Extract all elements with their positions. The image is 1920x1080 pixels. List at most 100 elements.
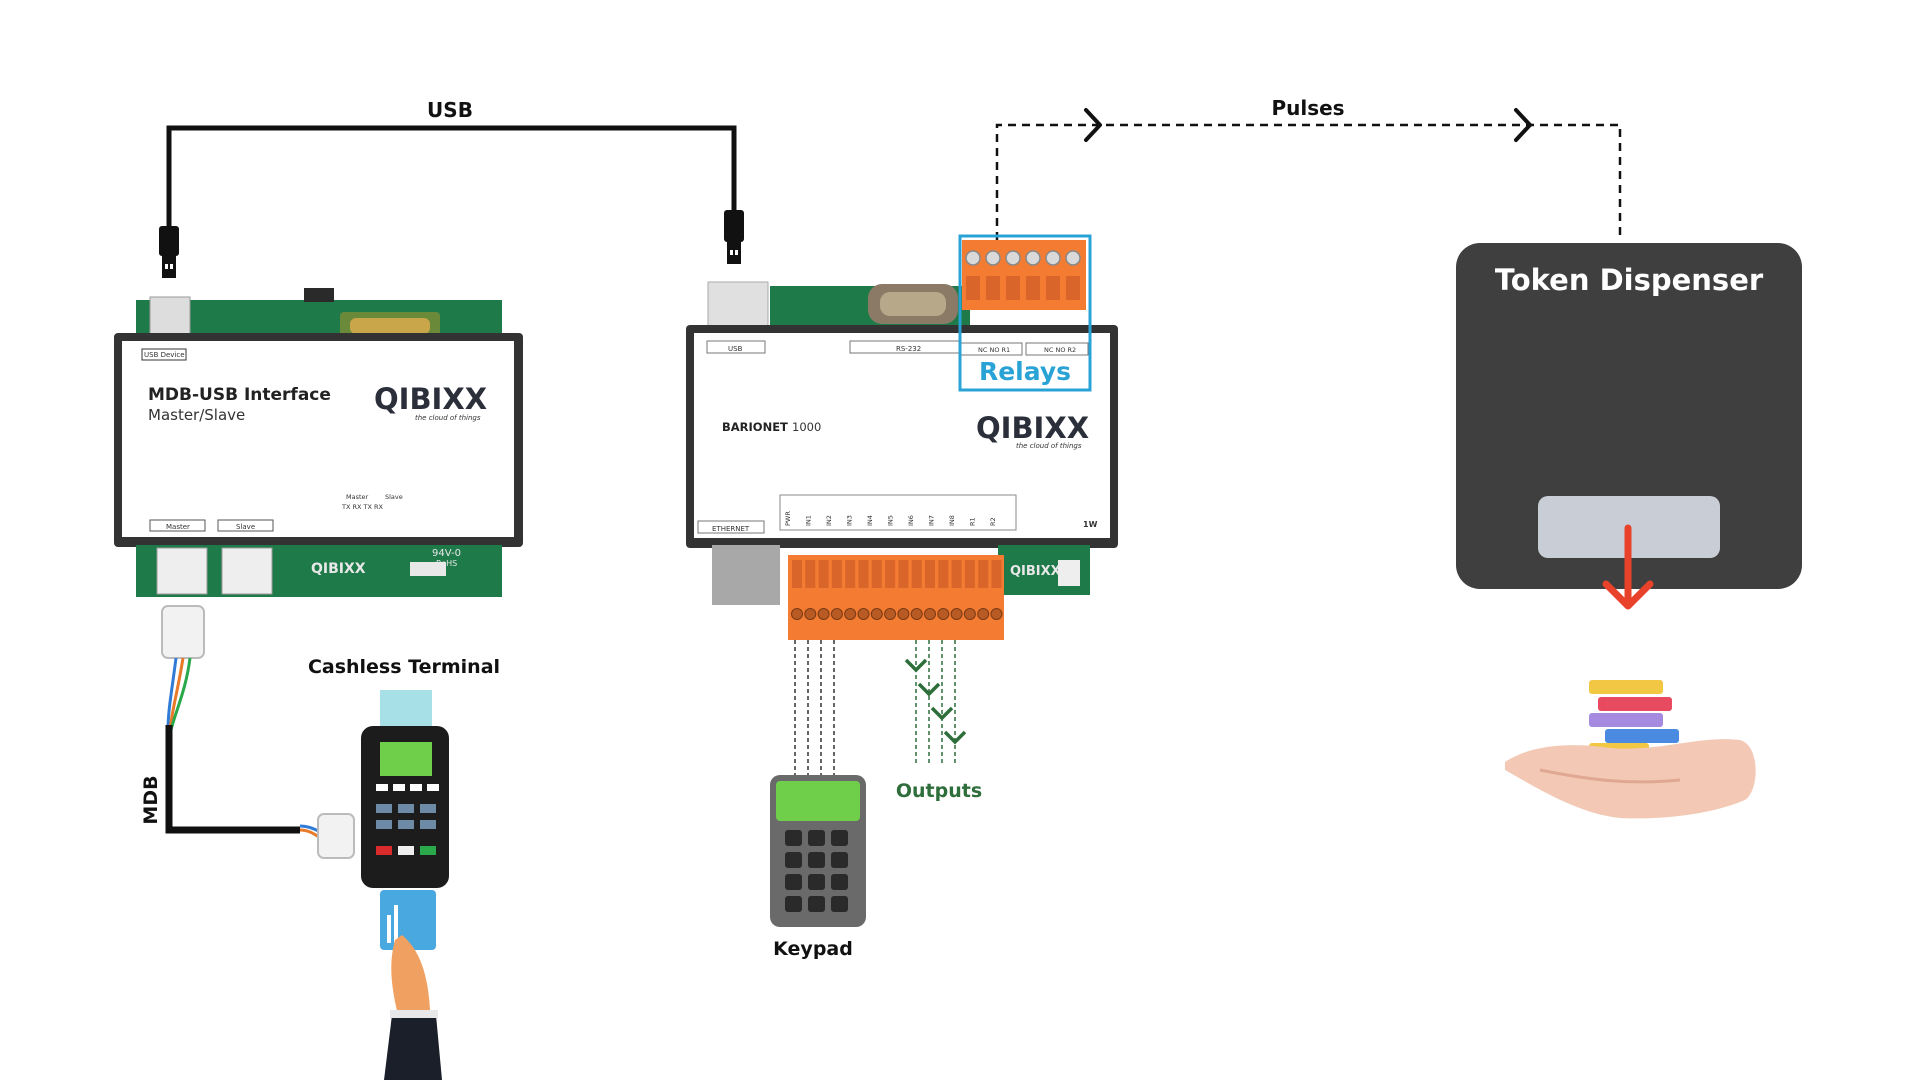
io-screw [897, 608, 910, 620]
hand-with-tokens [1505, 680, 1756, 819]
keypad-key [831, 874, 848, 890]
io-pin-label: R1 [969, 517, 977, 526]
keypad-key [785, 896, 802, 912]
barionet-1000: QIBIXX [686, 281, 1118, 605]
io-socket [871, 560, 882, 588]
cashless-terminal-label: Cashless Terminal [308, 656, 500, 678]
keypad [770, 775, 866, 927]
mdb-pin-group-slave: Slave [385, 493, 403, 501]
mdb-pcb-brand: QIBIXX [311, 561, 366, 577]
output-wires [904, 640, 967, 765]
keypad-key [808, 896, 825, 912]
mdb-subtitle: Master/Slave [148, 406, 245, 424]
barionet-rs232-tag: RS-232 [896, 345, 921, 353]
io-pin-label: IN7 [928, 515, 936, 526]
keypad-key [808, 852, 825, 868]
keypad-key [831, 852, 848, 868]
io-pin-label: IN8 [948, 515, 956, 526]
mdb-usb-interface: 94V-0 RoHS QIBIXX [114, 288, 523, 597]
io-screw [977, 608, 990, 620]
io-pin-label: IN3 [846, 515, 854, 526]
keypad-label: Keypad [773, 938, 853, 960]
barionet-brand-logo: QIBIXX [976, 411, 1089, 445]
io-socket [991, 560, 1002, 588]
io-screw [870, 608, 883, 620]
pulses-line [995, 108, 1622, 240]
io-screw [990, 608, 1003, 620]
io-screw [817, 608, 830, 620]
barionet-model-bold: BARIONET [722, 420, 788, 434]
relay-screw [985, 250, 1001, 266]
relay1-tag: NC NO R1 [978, 346, 1010, 354]
pulses-label: Pulses [1271, 96, 1344, 120]
mdb-title: MDB-USB Interface [148, 385, 331, 405]
hand-with-card [380, 890, 442, 1080]
io-socket [911, 560, 922, 588]
barionet-onewire: 1W [1083, 520, 1098, 529]
io-socket [938, 560, 949, 588]
io-pin-label: R2 [989, 517, 997, 526]
io-screw [950, 608, 963, 620]
io-terminal-block [788, 555, 1004, 640]
relay-socket [1046, 276, 1060, 300]
io-pin-label: IN5 [887, 515, 895, 526]
keypad-key [785, 874, 802, 890]
relay-socket [1026, 276, 1040, 300]
relay2-tag: NC NO R2 [1044, 346, 1076, 354]
cashless-terminal [361, 690, 449, 888]
io-socket [951, 560, 962, 588]
relays-highlight-box [958, 234, 1092, 392]
keypad-key [785, 830, 802, 846]
io-socket [805, 560, 816, 588]
mdb-port-master: Master [166, 523, 190, 531]
barionet-usb-tag: USB [728, 345, 743, 353]
keypad-key [785, 852, 802, 868]
io-screw [791, 608, 803, 620]
barionet-model-number: 1000 [792, 420, 821, 434]
io-screw [857, 608, 870, 620]
mdb-tagline: the cloud of things [415, 414, 481, 422]
io-screw [963, 608, 976, 620]
relay-screw [1025, 250, 1041, 266]
relay-socket [1066, 276, 1080, 300]
mdb-pins: TX RX TX RX [341, 503, 384, 511]
relay-socket [966, 276, 980, 300]
mdb-usb-device-tag: USB Device [144, 351, 185, 359]
mdb-brand-logo: QIBIXX [374, 382, 487, 416]
io-pin-label: IN2 [825, 515, 833, 526]
keypad-key [831, 830, 848, 846]
relay-screw [1045, 250, 1061, 266]
keypad-key [808, 830, 825, 846]
relay-screw [1065, 250, 1081, 266]
io-socket [858, 560, 869, 588]
token-dispenser-title: Token Dispenser [1495, 263, 1764, 297]
io-socket [978, 560, 989, 588]
usb-cable [159, 125, 744, 278]
io-pin-label: PWR [784, 511, 792, 526]
io-pin-labels: PWR IN1 IN2 IN3 IN4 IN5 IN6 IN7 IN8 R1 R2 [784, 511, 997, 526]
relay-terminal-block [962, 240, 1086, 310]
io-socket [818, 560, 829, 588]
relay-screw [1005, 250, 1021, 266]
io-socket [964, 560, 975, 588]
io-pin-label: IN6 [907, 515, 915, 526]
barionet-ethernet-tag: ETHERNET [712, 525, 750, 533]
barionet-pcb-brand: QIBIXX [1010, 564, 1061, 579]
io-screw [924, 608, 936, 620]
token-dispenser [1456, 243, 1802, 610]
io-screw [910, 608, 923, 620]
io-screw [844, 608, 857, 620]
relay-socket [1006, 276, 1020, 300]
relay-screw [965, 250, 981, 266]
io-screw [937, 608, 950, 620]
usb-label: USB [427, 98, 473, 122]
io-pin-label: IN1 [805, 515, 813, 526]
mdb-pcb-mark: 94V-0 [432, 548, 461, 559]
keypad-key [808, 874, 825, 890]
mdb-cable [161, 605, 355, 859]
io-pin-label: IN4 [866, 515, 874, 526]
io-screw [830, 608, 843, 620]
io-socket [925, 560, 935, 588]
io-screw [884, 608, 897, 620]
